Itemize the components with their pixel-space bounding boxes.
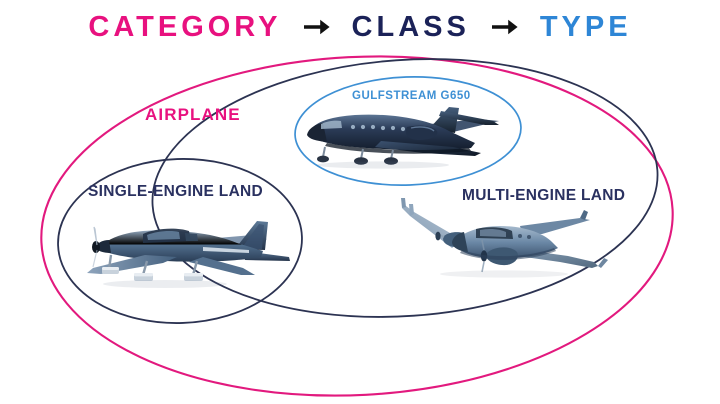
label-type-gulfstream-g650: GULFSTREAM G650: [352, 90, 471, 102]
arrow-right-icon: [302, 12, 332, 42]
label-class-single-engine-land: SINGLE-ENGINE LAND: [88, 183, 264, 200]
arrow-right-icon-2: [490, 12, 520, 42]
ellipse-class-single-engine-land: [57, 158, 303, 324]
header-word-type: TYPE: [539, 10, 632, 43]
header-flow: CATEGORY CLASS TYPE: [0, 6, 720, 48]
header-word-category: CATEGORY: [88, 10, 282, 43]
label-category-airplane: AIRPLANE: [145, 105, 241, 124]
header-word-class: CLASS: [351, 10, 470, 43]
multi-engine-airplane-image: [392, 196, 617, 281]
label-class-multi-engine-land: MULTI-ENGINE LAND: [462, 187, 626, 204]
ellipse-category-airplane: [40, 55, 674, 397]
gulfstream-g650-airplane-image: [303, 103, 518, 171]
single-engine-airplane-image: [85, 205, 295, 295]
ellipse-class-multi-engine-land: [151, 58, 659, 318]
ellipse-type-gulfstream-g650: [294, 76, 522, 186]
